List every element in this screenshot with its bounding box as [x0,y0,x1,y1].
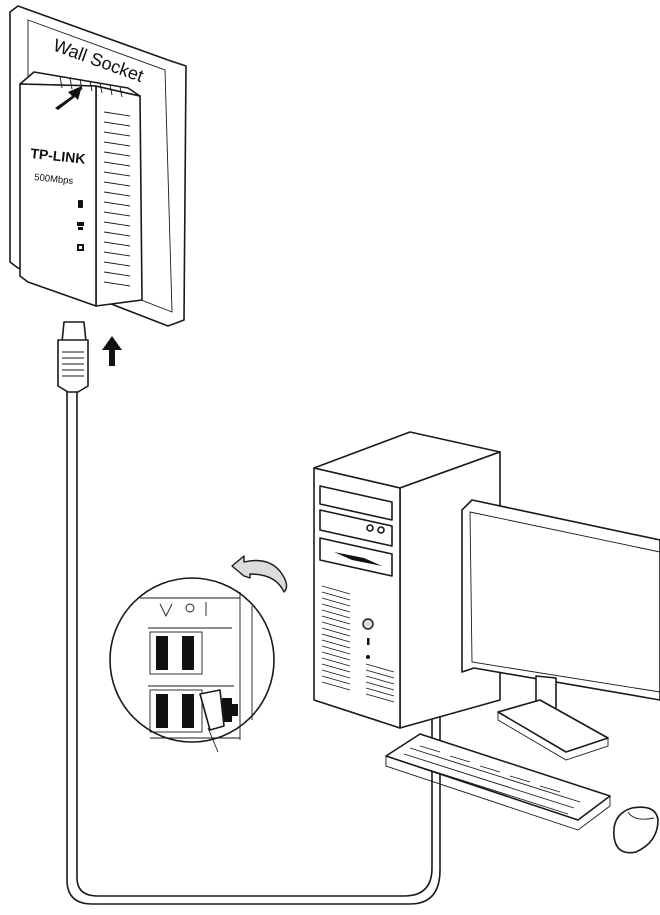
arrow-up-icon [102,336,122,366]
curved-arrow-left-icon [232,556,287,592]
monitor [462,500,660,760]
port-detail-zoom [110,578,274,752]
power-button-icon [363,619,373,629]
powerline-adapter: TP-LINK 500Mbps [20,72,142,306]
powerline-led-icon [77,222,84,230]
power-led-icon [78,200,83,208]
ethernet-plug [58,322,88,392]
ethernet-led-icon [77,244,84,251]
mouse [614,807,658,852]
